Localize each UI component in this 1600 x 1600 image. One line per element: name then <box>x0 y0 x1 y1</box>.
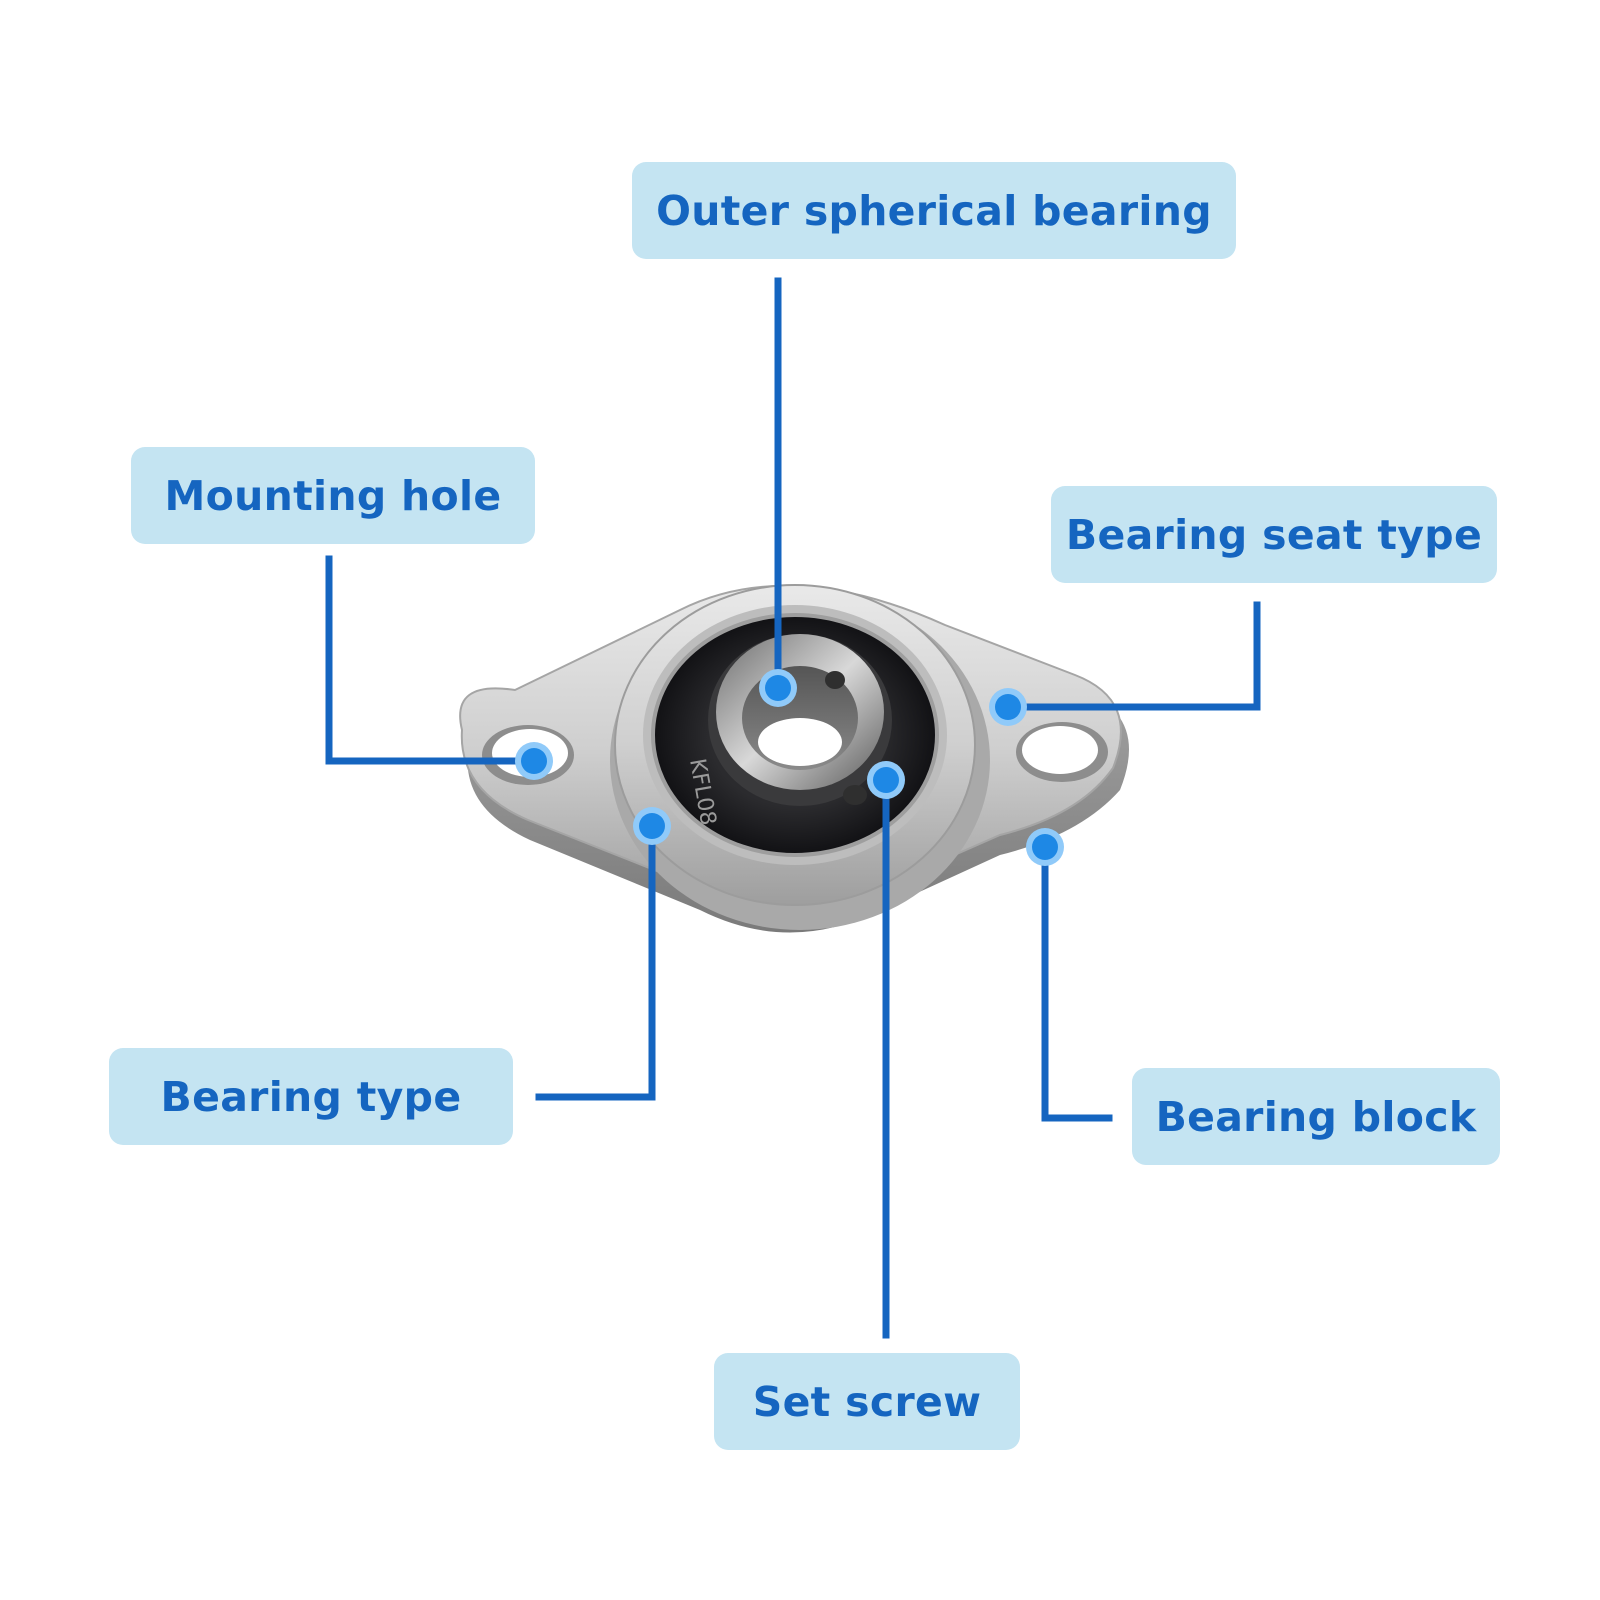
label-bearing-seat-type: Bearing seat type <box>1051 486 1497 583</box>
dot-bearing-block <box>1026 828 1064 866</box>
label-set-screw: Set screw <box>714 1353 1020 1450</box>
dot-bearing-type <box>633 807 671 845</box>
label-outer-spherical-bearing-text: Outer spherical bearing <box>656 186 1212 235</box>
right-mounting-hole <box>1016 722 1108 782</box>
label-bearing-block: Bearing block <box>1132 1068 1500 1165</box>
label-mounting-hole-text: Mounting hole <box>164 471 502 520</box>
label-bearing-seat-type-text: Bearing seat type <box>1065 510 1483 559</box>
dot-outer-bearing <box>759 669 797 707</box>
label-bearing-type-text: Bearing type <box>160 1072 462 1121</box>
leader-mounting-hole <box>325 555 538 765</box>
label-outer-spherical-bearing: Outer spherical bearing <box>632 162 1236 259</box>
callout-dots <box>515 669 1064 866</box>
leader-bearing-block <box>1041 844 1113 1122</box>
label-bearing-block-text: Bearing block <box>1155 1092 1477 1141</box>
label-bearing-type: Bearing type <box>109 1048 513 1145</box>
label-mounting-hole: Mounting hole <box>131 447 535 544</box>
leader-seat-type <box>1008 601 1261 711</box>
leader-bearing-type <box>535 824 656 1101</box>
dot-seat-type <box>989 688 1027 726</box>
label-set-screw-text: Set screw <box>752 1377 982 1426</box>
dot-mounting-hole <box>515 742 553 780</box>
inner-ring <box>708 634 892 806</box>
leader-lines <box>325 277 1261 1339</box>
dot-set-screw <box>867 761 905 799</box>
